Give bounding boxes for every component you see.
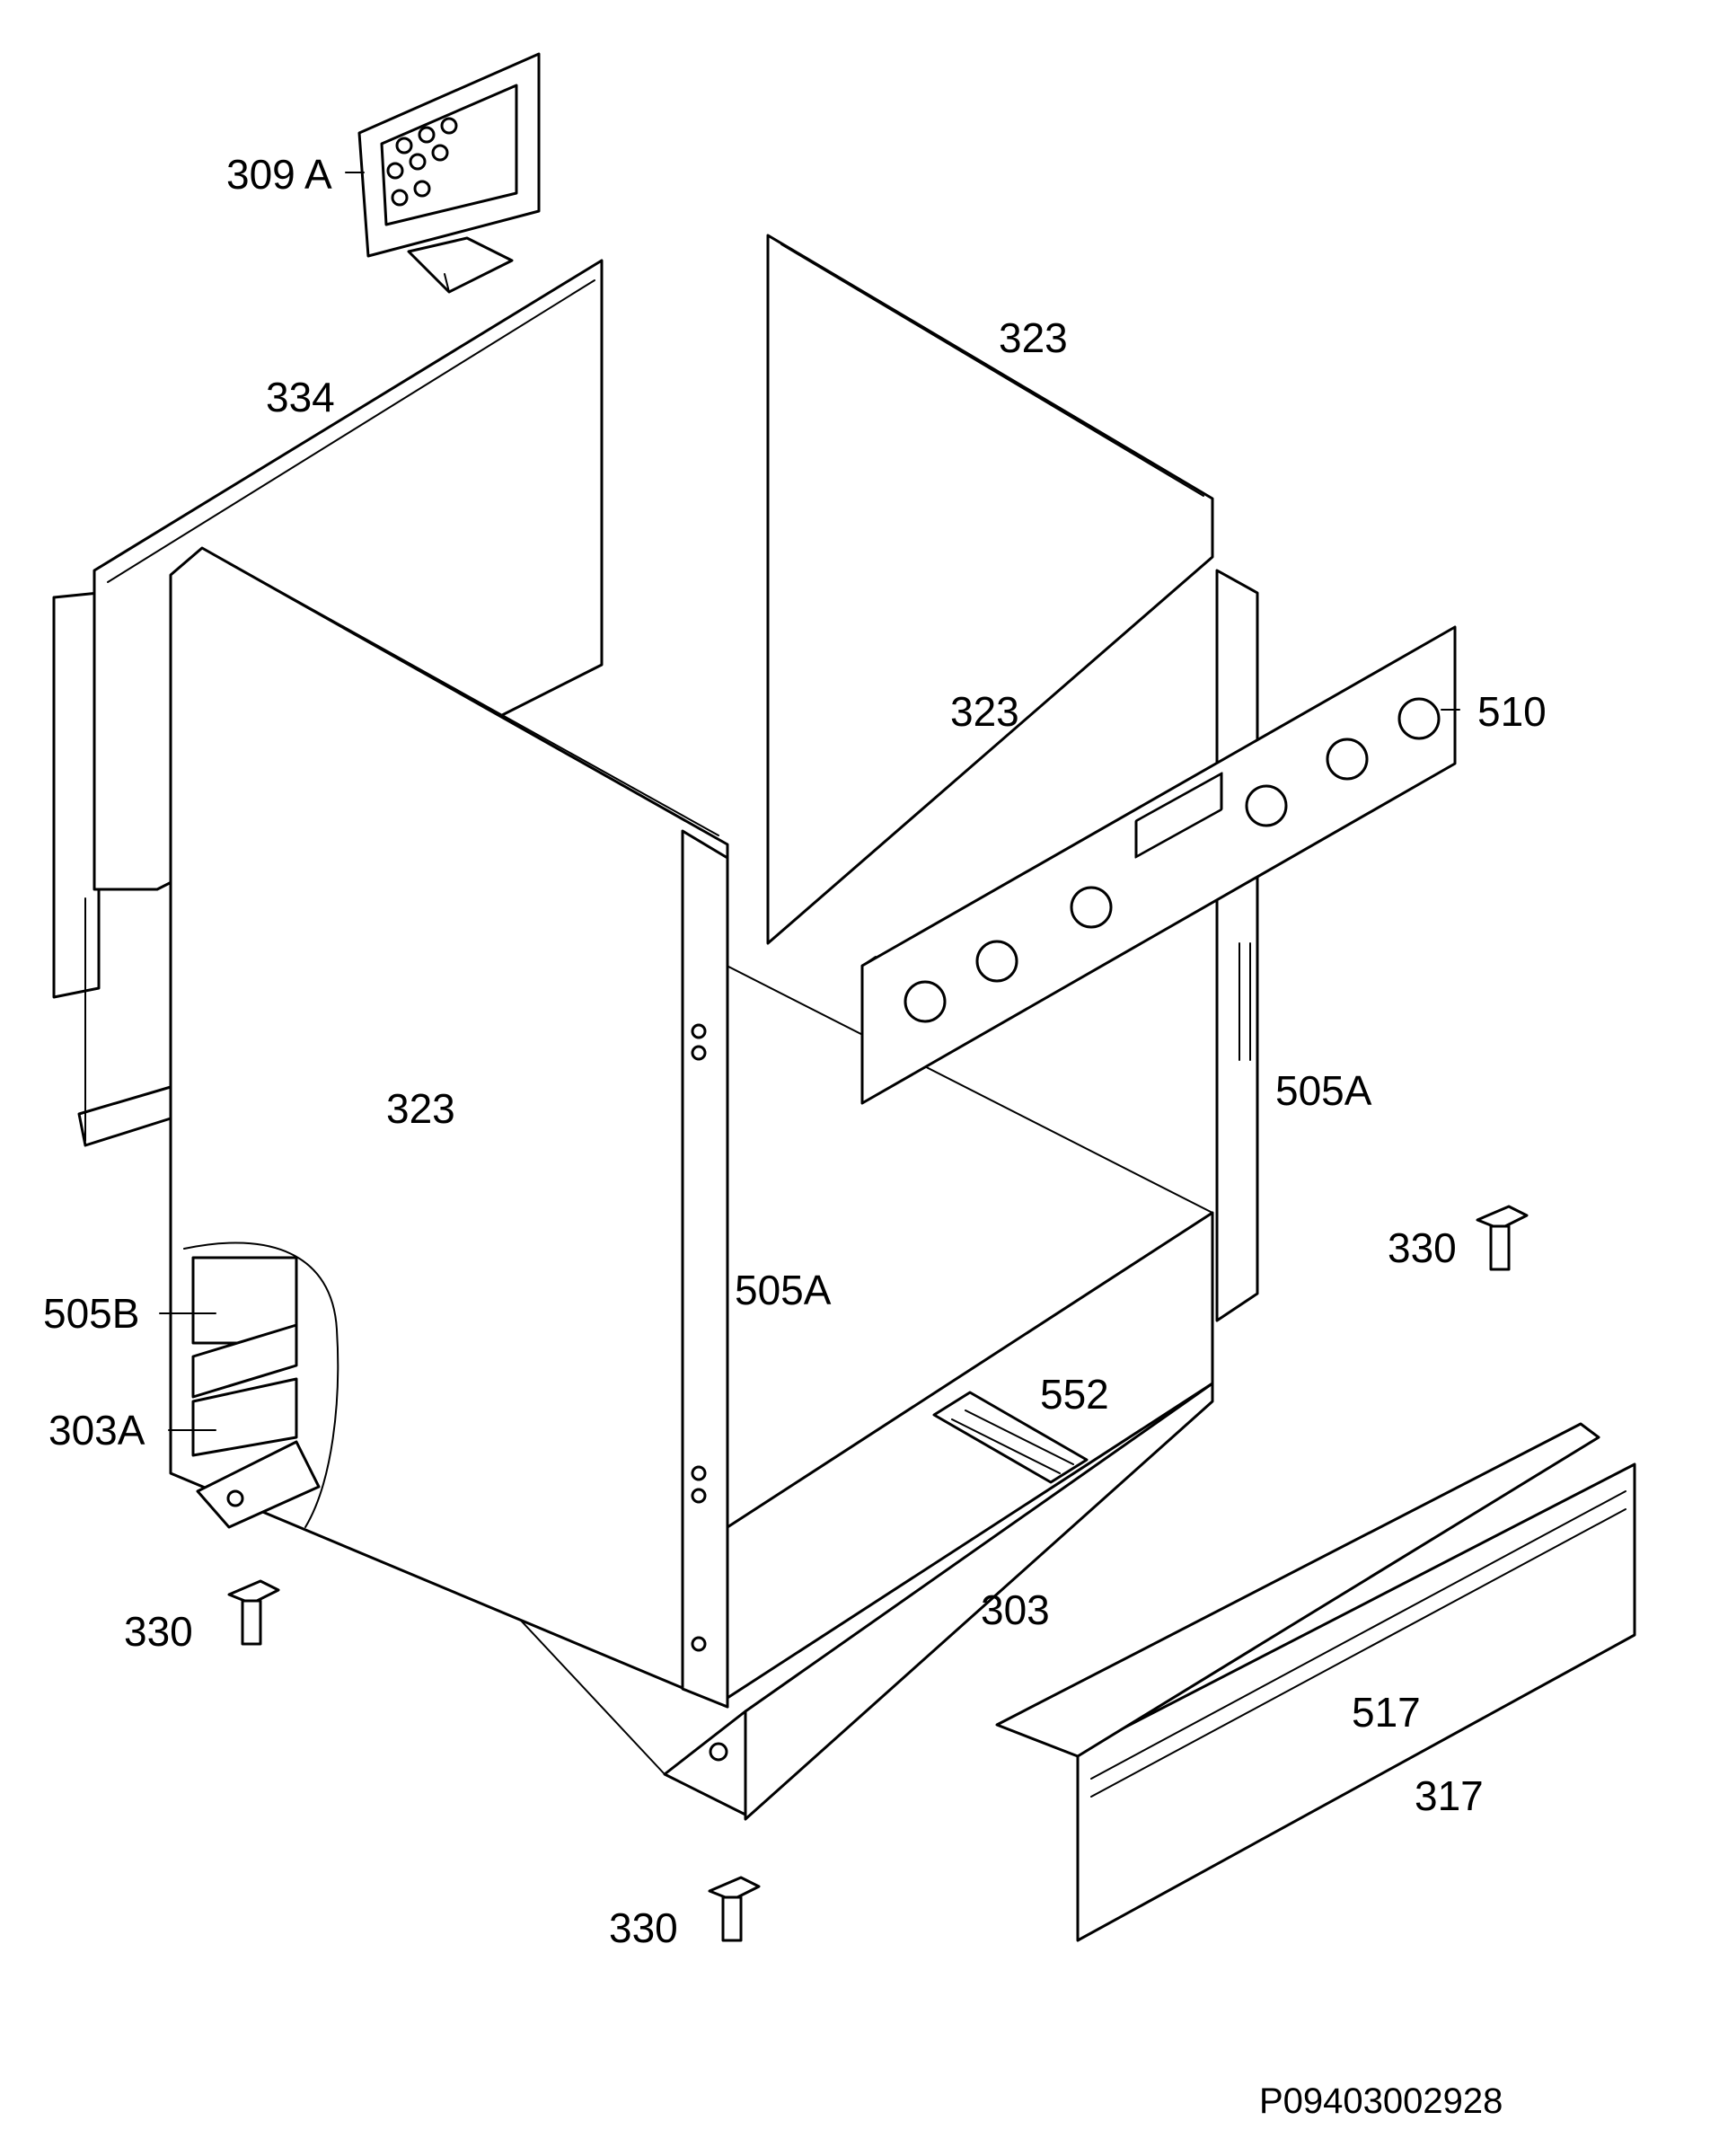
part-323-rear-panel <box>766 234 1259 1322</box>
part-309a-vent-bracket <box>357 52 541 294</box>
part-552-rail <box>932 1391 1089 1484</box>
label-505a-right: 505A <box>1275 1067 1372 1114</box>
label-334: 334 <box>266 374 335 420</box>
label-309a: 309 A <box>226 151 332 198</box>
label-505b: 505B <box>43 1290 139 1337</box>
part-330-foot-bottom <box>708 1876 761 1942</box>
part-330-foot-right <box>1476 1205 1529 1271</box>
part-505b-303a-brackets <box>183 1241 339 1529</box>
label-505a-mid: 505A <box>735 1267 832 1313</box>
label-303: 303 <box>981 1586 1050 1633</box>
part-330-foot-left <box>227 1579 280 1646</box>
reference-code: P09403002928 <box>1259 2081 1503 2121</box>
label-330-right: 330 <box>1388 1224 1457 1271</box>
label-330-bottom: 330 <box>609 1904 678 1951</box>
label-323-back: 323 <box>950 688 1019 735</box>
label-552: 552 <box>1040 1371 1109 1418</box>
part-510-control-panel <box>860 625 1457 1105</box>
label-303a: 303A <box>48 1407 145 1454</box>
label-517: 517 <box>1352 1689 1421 1736</box>
label-323-side: 323 <box>386 1085 455 1132</box>
label-317: 317 <box>1415 1772 1484 1819</box>
leader-lines <box>159 172 1460 1431</box>
label-330-left: 330 <box>124 1608 193 1655</box>
part-517-317-drawer <box>995 1422 1636 1942</box>
part-303-base-box <box>340 942 1214 1821</box>
label-323-top: 323 <box>999 314 1068 361</box>
part-323-side-panel <box>169 546 729 1709</box>
label-510: 510 <box>1477 688 1547 735</box>
